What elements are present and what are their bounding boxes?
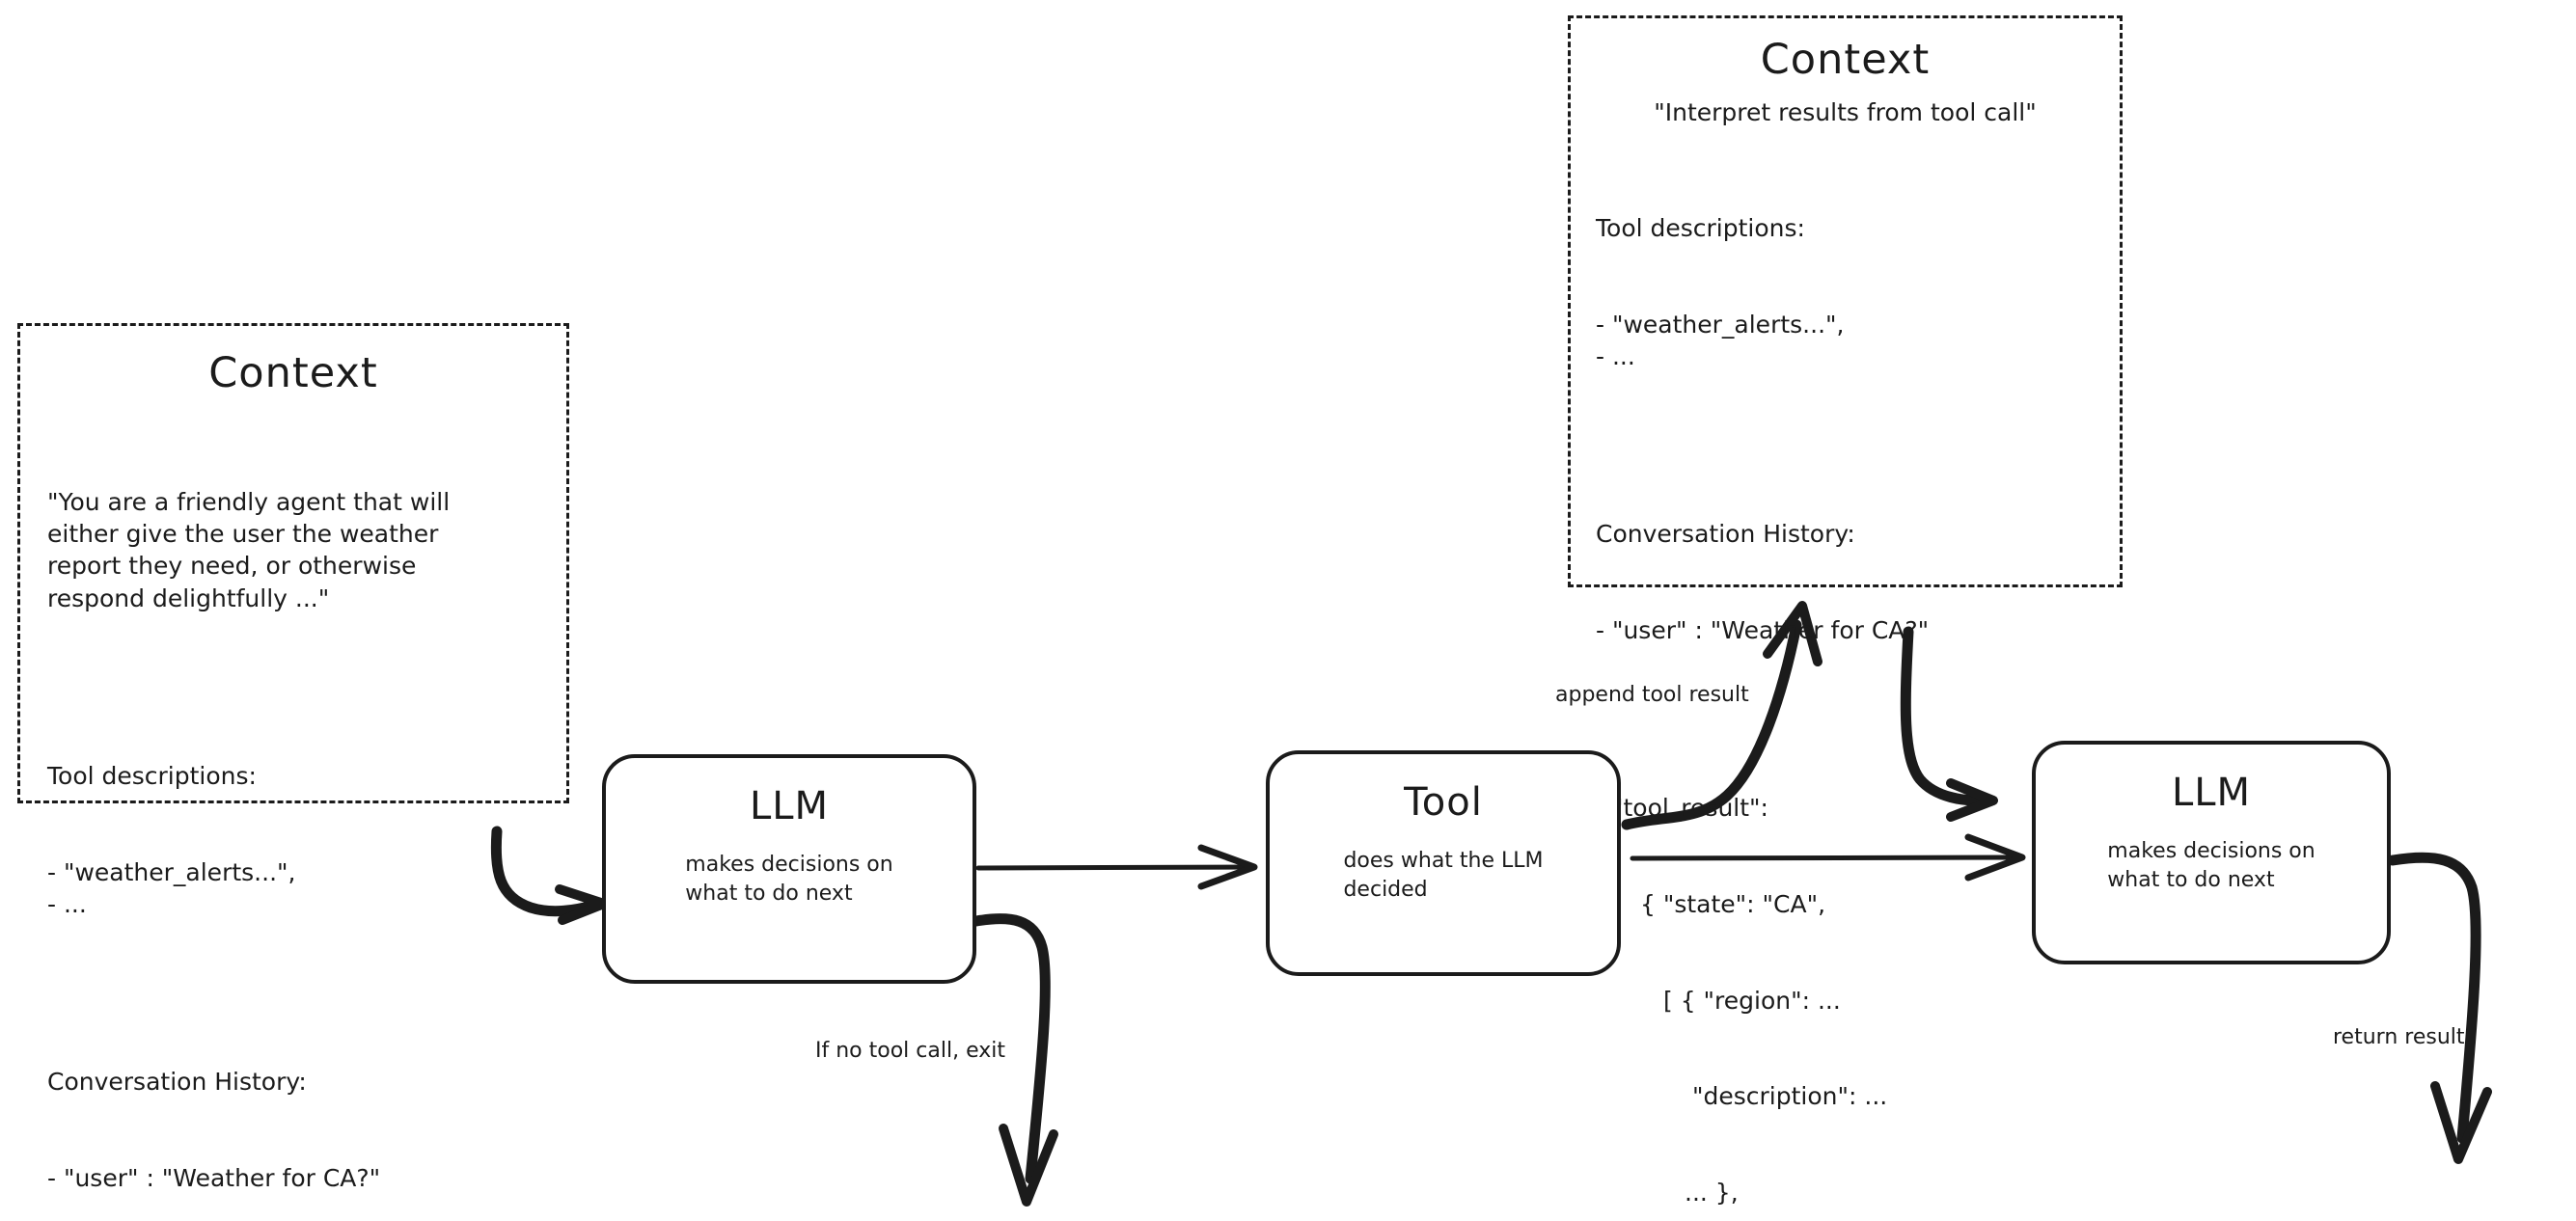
- context-left-title: Context: [208, 349, 378, 397]
- node-llm-second[interactable]: LLM makes decisions on what to do next: [2032, 741, 2391, 964]
- context-right-conversation-heading: Conversation History:: [1596, 520, 1855, 549]
- node-tool-title: Tool: [1404, 780, 1483, 825]
- edge-llm1-to-tool: [975, 844, 1258, 890]
- context-left-body: "You are a friendly agent that will eith…: [47, 421, 539, 1221]
- spacer: [1596, 437, 2095, 454]
- spacer: [1596, 711, 2095, 728]
- context-right-title: Context: [1760, 36, 1931, 84]
- context-right-tool-result-line-3: "description": ...: [1692, 1082, 1888, 1111]
- context-right-tool-descriptions-heading: Tool descriptions:: [1596, 213, 1805, 242]
- edge-label-if-no-tool-call-exit: If no tool call, exit: [815, 1039, 1005, 1063]
- context-right-tool-descriptions: - "weather_alerts...", - ...: [1596, 310, 1845, 370]
- context-right-tool-result-key: - "tool_result":: [1596, 794, 1768, 823]
- edge-label-append-tool-result: append tool result: [1555, 683, 1749, 707]
- context-right-tool-result-line-4: ... },: [1685, 1179, 1739, 1207]
- context-card-right: Context "Interpret results from tool cal…: [1568, 15, 2123, 1207]
- node-tool-subtitle: does what the LLM decided: [1343, 849, 1544, 902]
- node-llm-second-title: LLM: [2171, 771, 2252, 815]
- node-tool[interactable]: Tool does what the LLM decided: [1266, 750, 1621, 976]
- context-right-tool-result-line-1: { "state": "CA",: [1640, 889, 1826, 918]
- node-llm-first-title: LLM: [749, 784, 830, 828]
- context-right-body: Tool descriptions: - "weather_alerts..."…: [1596, 148, 2095, 1221]
- edge-llm2-return: [2387, 852, 2492, 1164]
- context-card-left: Context "You are a friendly agent that w…: [17, 323, 569, 1192]
- context-left-tool-descriptions: - "weather_alerts...", - ...: [47, 857, 296, 918]
- edge-label-return-result: return result: [2333, 1025, 2465, 1049]
- context-right-system-prompt: "Interpret results from tool call": [1654, 98, 2037, 127]
- spacer: [47, 985, 539, 1002]
- context-right-tool-result-line-2: [ { "region": ...: [1663, 986, 1841, 1015]
- node-llm-first-subtitle: makes decisions on what to do next: [685, 853, 893, 906]
- context-left-conversation-heading: Conversation History:: [47, 1068, 307, 1097]
- node-llm-first[interactable]: LLM makes decisions on what to do next: [602, 754, 976, 984]
- node-llm-second-subtitle: makes decisions on what to do next: [2107, 839, 2316, 892]
- spacer: [47, 678, 539, 695]
- context-right-conversation-user: - "user" : "Weather for CA?": [1596, 615, 1930, 644]
- context-left-conversation: - "user" : "Weather for CA?": [47, 1163, 381, 1192]
- context-left-tool-descriptions-heading: Tool descriptions:: [47, 761, 257, 790]
- context-left-system-prompt: "You are a friendly agent that will eith…: [47, 487, 451, 612]
